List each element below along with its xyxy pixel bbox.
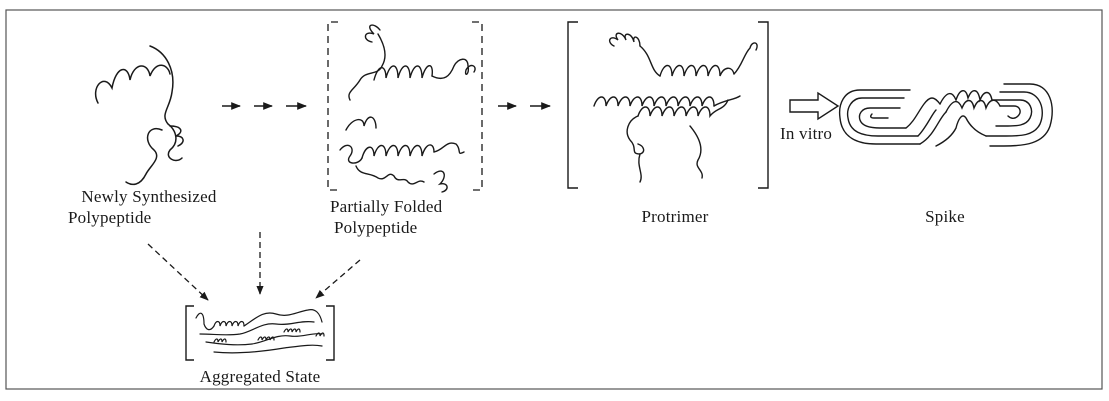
newly-synthesized-label: Newly Synthesized Polypeptide <box>44 186 254 228</box>
newly-synthesized-polypeptide-drawing <box>96 46 183 184</box>
in-vitro-arrow <box>790 93 838 119</box>
protrimer-drawing <box>594 33 757 182</box>
partial-bracket-left <box>328 22 338 190</box>
in-vitro-label: In vitro <box>780 123 860 144</box>
aggregated-state-label: Aggregated State <box>160 366 360 387</box>
partially-folded-label-line1: Partially Folded <box>330 196 490 217</box>
partially-folded-label: Partially Folded Polypeptide <box>330 196 490 238</box>
newly-synthesized-label-line2: Polypeptide <box>44 207 254 228</box>
partial-bracket-right <box>472 22 482 190</box>
protrimer-label: Protrimer <box>610 206 740 227</box>
aggregated-brackets <box>186 306 334 360</box>
spike-drawing <box>840 84 1053 146</box>
aggregated-state-drawing <box>196 310 324 353</box>
arrows-to-aggregated <box>148 232 360 300</box>
spike-label: Spike <box>900 206 990 227</box>
partially-folded-label-line2: Polypeptide <box>330 217 490 238</box>
newly-synthesized-label-line1: Newly Synthesized <box>44 186 254 207</box>
protrimer-brackets <box>568 22 768 188</box>
partially-folded-polypeptide-drawing <box>340 25 475 192</box>
